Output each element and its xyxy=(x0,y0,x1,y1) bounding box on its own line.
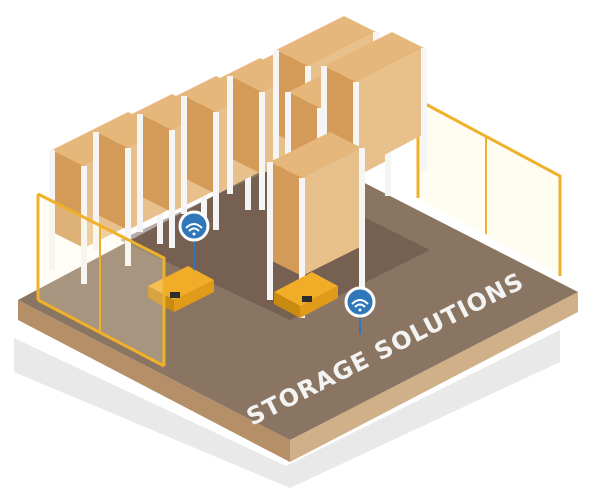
robot-right xyxy=(274,272,338,318)
rack-front xyxy=(267,132,365,318)
rack-8 xyxy=(321,32,427,206)
ground-shadow xyxy=(14,330,560,488)
wifi-icon xyxy=(178,210,210,270)
rack-row-right xyxy=(267,32,427,318)
platform-left-side xyxy=(18,300,290,462)
platform-right-side xyxy=(290,292,578,462)
wifi-icon xyxy=(344,286,376,334)
fence-front xyxy=(36,192,166,368)
